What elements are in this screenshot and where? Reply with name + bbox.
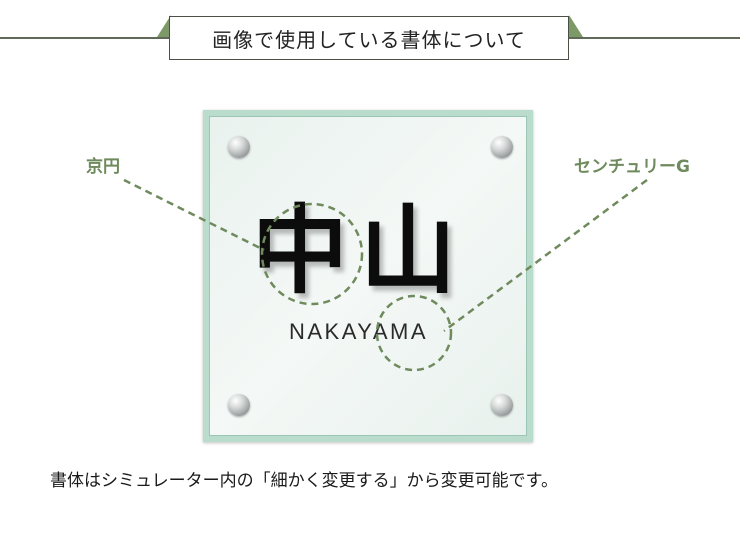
- glass-nameplate: [203, 110, 533, 442]
- nameplate-romaji: NAKAYAMA: [289, 319, 428, 344]
- callout-line-left: [123, 178, 265, 252]
- bolt-top-left: [228, 136, 250, 158]
- callout-line-right: [443, 178, 648, 333]
- nameplate-kanji: 中山: [252, 194, 468, 307]
- callout-circle-kanji: [260, 202, 364, 306]
- callout-circle-romaji: [375, 294, 453, 372]
- bolt-bottom-right: [491, 394, 513, 416]
- bolt-bottom-left: [228, 394, 250, 416]
- footer-note: 書体はシミュレーター内の「細かく変更する」から変更可能です。: [50, 471, 558, 491]
- font-label-kyoen: 京円: [86, 157, 120, 177]
- section-title: 画像で使用している書体について: [169, 16, 569, 60]
- font-label-century-g: センチュリーG: [574, 157, 690, 177]
- bolt-top-right: [491, 136, 513, 158]
